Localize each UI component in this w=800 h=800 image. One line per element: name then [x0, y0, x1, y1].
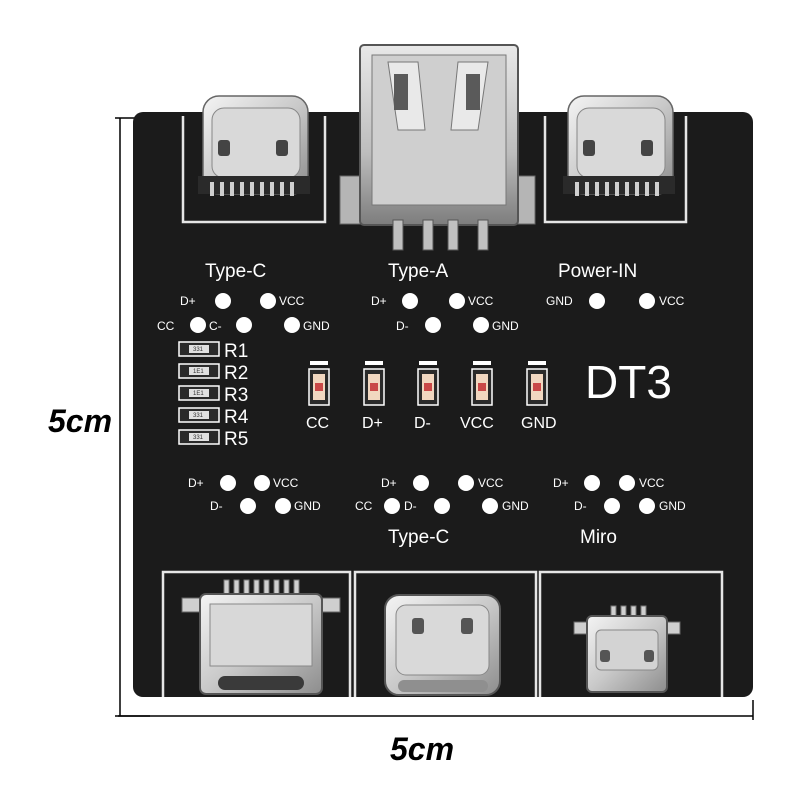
label-type-c-bottom: Type-C: [388, 527, 449, 548]
led-indicators: CC D+ D- VCC GND: [306, 361, 557, 432]
led-label: GND: [521, 415, 557, 432]
resistor-code: 1E1: [193, 391, 204, 397]
led-label: D+: [362, 415, 383, 432]
pin-label: GND: [659, 499, 686, 513]
usb-c-port-bottom-left: [181, 579, 341, 695]
silk-frames: [161, 116, 724, 697]
led-label: CC: [306, 415, 329, 432]
pin-label: VCC: [639, 476, 665, 490]
resistor-code: 331: [193, 413, 204, 419]
pin-label: VCC: [468, 294, 494, 308]
pin-label: GND: [502, 499, 529, 513]
label-type-c-top: Type-C: [205, 261, 266, 282]
label-type-a: Type-A: [388, 261, 449, 282]
resistor-label: R3: [224, 385, 248, 406]
usb-c-port-top-left: [198, 95, 310, 196]
resistor-code: 1E1: [193, 369, 204, 375]
pin-label: VCC: [478, 476, 504, 490]
resistor-code: 331: [193, 435, 204, 441]
top-pin-labels: D+ VCC CC C- GND D+ VCC D- GND GND VCC: [157, 294, 685, 333]
pin-label: VCC: [659, 294, 685, 308]
resistor-label: R5: [224, 429, 248, 450]
pin-label: D+: [381, 476, 397, 490]
resistor-label: R4: [224, 407, 249, 428]
board-title: DT3: [585, 356, 672, 408]
pin-label: GND: [294, 499, 321, 513]
pin-label: GND: [303, 319, 330, 333]
resistor-label: R1: [224, 341, 248, 362]
pin-label: D-: [574, 499, 587, 513]
resistor-array: 331 1E1 1E1 331 331 R1 R2 R3 R4 R5: [178, 341, 249, 450]
pin-label: C-: [209, 319, 222, 333]
pin-label: D-: [210, 499, 223, 513]
pin-label: D+: [553, 476, 569, 490]
resistor-code: 331: [193, 347, 204, 353]
dimension-horizontal: [118, 700, 754, 720]
usb-c-port-bottom-middle: [384, 594, 501, 696]
led-label: VCC: [460, 415, 494, 432]
pin-label: VCC: [279, 294, 305, 308]
pin-label: D-: [404, 499, 417, 513]
pin-label: D-: [396, 319, 409, 333]
resistor-label: R2: [224, 363, 248, 384]
usb-c-port-top-right: [563, 95, 675, 196]
pin-label: VCC: [273, 476, 299, 490]
top-test-pads: [190, 293, 655, 333]
height-label: 5cm: [48, 403, 112, 439]
label-power-in: Power-IN: [558, 261, 637, 282]
pin-label: CC: [355, 499, 373, 513]
bottom-pin-labels: D+ VCC D- GND D+ VCC CC D- GND D+ VCC D-…: [188, 476, 686, 513]
pin-label: D+: [188, 476, 204, 490]
led-label: D-: [414, 415, 431, 432]
pin-label: GND: [546, 294, 573, 308]
pin-label: D+: [371, 294, 387, 308]
label-miro: Miro: [580, 527, 617, 548]
bottom-test-pads: [220, 475, 655, 514]
pin-label: D+: [180, 294, 196, 308]
pcb-board: [133, 112, 753, 697]
pin-label: CC: [157, 319, 175, 333]
pin-label: GND: [492, 319, 519, 333]
usb-a-port-top: [339, 44, 536, 251]
width-label: 5cm: [390, 731, 454, 767]
micro-usb-port: [573, 605, 681, 693]
